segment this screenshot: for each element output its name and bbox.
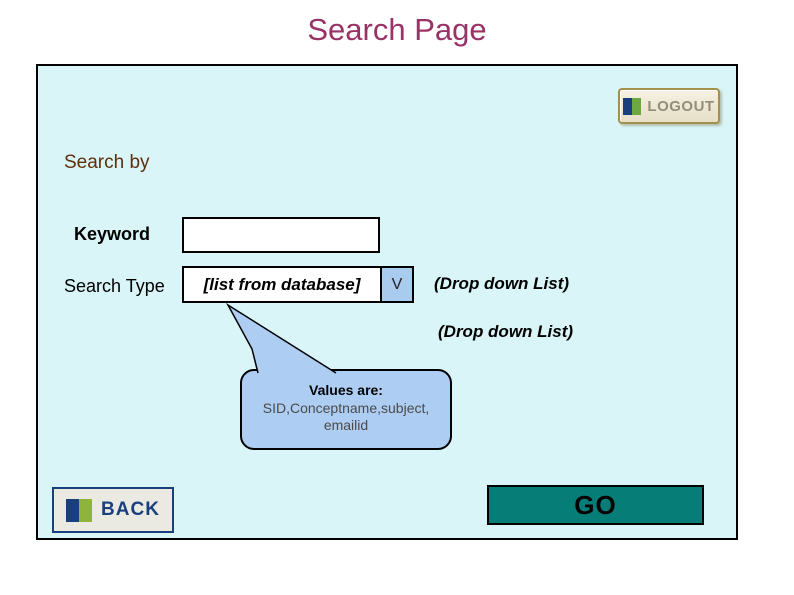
callout-heading: Values are:: [309, 382, 383, 398]
back-button[interactable]: BACK: [52, 487, 174, 533]
blue-bar-icon: [623, 97, 633, 115]
search-by-heading: Search by: [64, 152, 150, 173]
back-brand-bars-icon: [66, 498, 93, 522]
search-panel: LOGOUT Search by Keyword Search Type [li…: [36, 64, 738, 540]
green-bar-icon: [79, 498, 93, 522]
search-type-selected-value: [list from database]: [184, 268, 380, 301]
search-type-label: Search Type: [64, 276, 165, 296]
logout-brand-bars-icon: [623, 97, 642, 115]
callout-line: emailid: [323, 417, 369, 433]
values-callout: Values are: SID,Conceptname,subject, ema…: [240, 369, 452, 450]
page-title: Search Page: [307, 12, 487, 47]
callout-line: SID,Conceptname,subject,: [262, 400, 430, 416]
dropdown-annotation-1: (Drop down List): [434, 274, 570, 293]
logout-label: LOGOUT: [647, 97, 715, 115]
green-bar-icon: [632, 97, 642, 115]
search-type-dropdown[interactable]: [list from database] V: [182, 266, 414, 303]
callout-tail-pointer: [225, 302, 337, 374]
blue-bar-icon: [66, 498, 80, 522]
back-label: BACK: [101, 499, 160, 520]
go-button[interactable]: GO: [487, 485, 704, 525]
dropdown-annotation-2: (Drop down List): [438, 322, 574, 341]
dropdown-arrow-icon[interactable]: V: [380, 268, 412, 301]
keyword-label: Keyword: [74, 224, 151, 244]
keyword-input[interactable]: [182, 217, 380, 253]
logout-button[interactable]: LOGOUT: [618, 88, 720, 124]
